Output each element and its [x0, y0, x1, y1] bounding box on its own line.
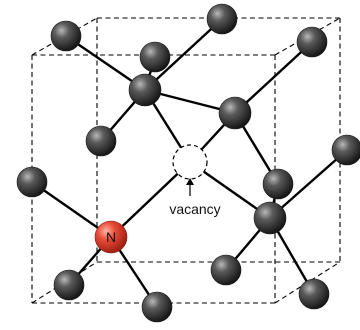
carbon-atom: [298, 278, 330, 310]
carbon-atom: [16, 166, 48, 198]
carbon-atom: [218, 96, 252, 130]
nitrogen-atom: [94, 220, 128, 254]
nitrogen-label: N: [106, 229, 116, 245]
carbon-atom: [210, 254, 242, 286]
bond: [268, 148, 349, 220]
carbon-atom: [262, 168, 294, 200]
bond: [233, 40, 314, 115]
carbon-atom: [128, 73, 162, 107]
vacancy-label: vacancy: [169, 201, 220, 217]
carbon-atom: [206, 3, 238, 35]
bond: [109, 160, 192, 239]
carbon-atom: [253, 201, 287, 235]
carbon-atom: [139, 41, 171, 73]
vacancy-arrow-head: [186, 178, 194, 185]
carbon-atom: [53, 269, 85, 301]
vacancy-site: [172, 144, 208, 180]
bond: [143, 17, 224, 92]
carbon-atom: [50, 20, 82, 52]
carbon-atom: [296, 26, 328, 58]
carbon-atom: [85, 125, 117, 157]
carbon-atoms: [16, 3, 360, 323]
carbon-atom: [331, 134, 360, 166]
carbon-atom: [141, 291, 173, 323]
